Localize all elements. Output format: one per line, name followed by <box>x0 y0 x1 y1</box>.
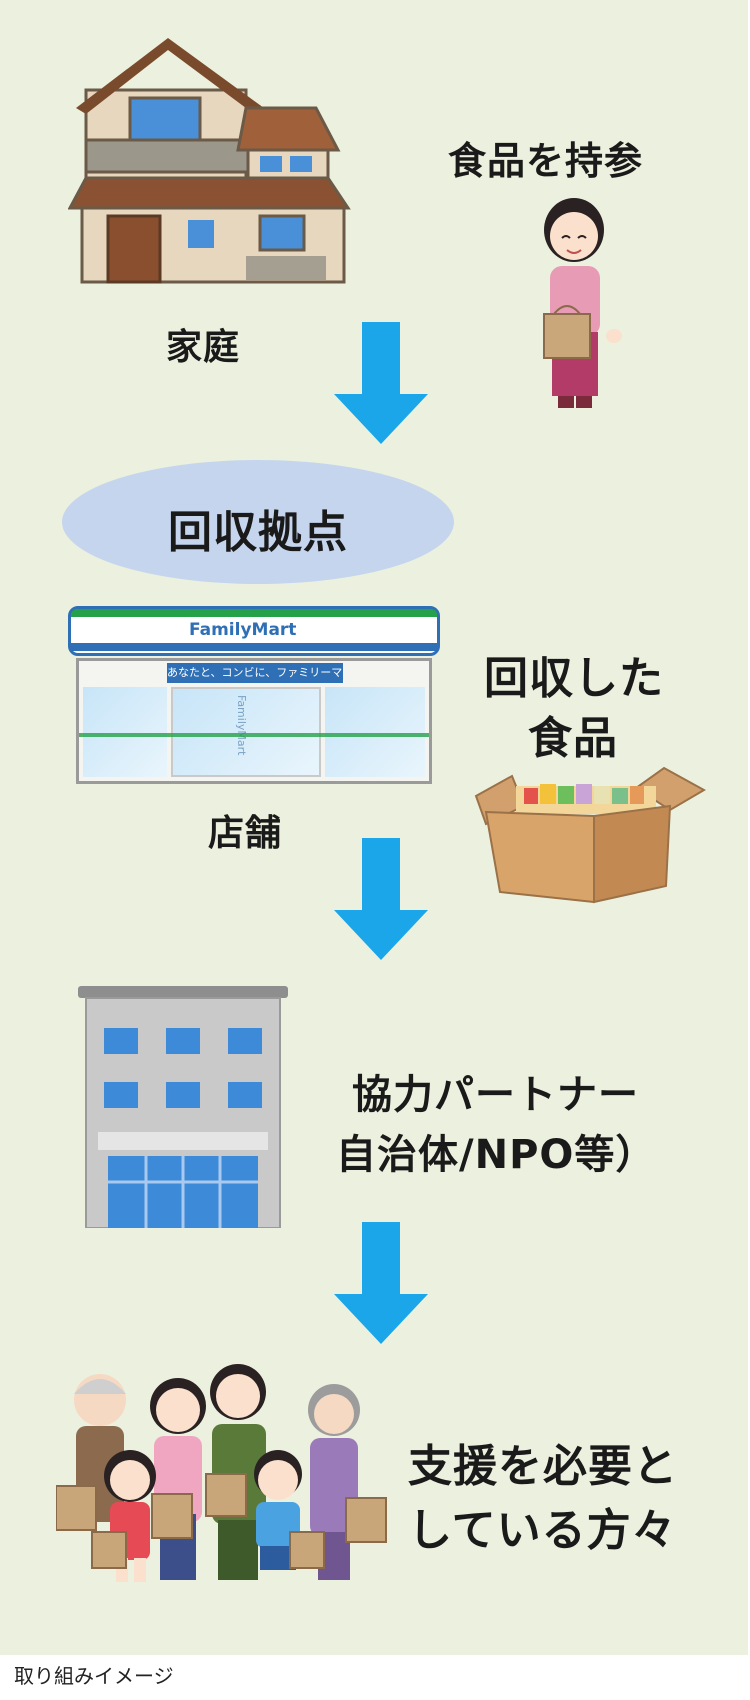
blue-stripe <box>71 643 437 651</box>
home-label: 家庭 <box>166 327 241 368</box>
green-stripe <box>79 733 429 737</box>
collection-point-label: 回収拠点 <box>168 507 348 558</box>
down-arrow <box>334 1222 428 1344</box>
partner-label-line2: 自治体/NPO等） <box>336 1132 657 1178</box>
people-label-line1: 支援を必要と <box>408 1441 678 1492</box>
diagram-panel: 家庭 食品を持参 回収拠点 FamilyMart あなたと、コンビに、ファミリー… <box>0 0 748 1655</box>
down-arrow <box>334 838 428 960</box>
store-front: あなたと、コンビに、ファミリーマート FamilyMart <box>76 658 432 784</box>
image-caption: 取り組みイメージ <box>14 1664 174 1688</box>
store-sign-board: FamilyMart <box>68 606 440 656</box>
collected-food-label-line1: 回収した <box>484 653 664 704</box>
door-text: FamilyMart <box>235 695 248 756</box>
office-building-illustration <box>78 986 288 1228</box>
brand-logo: FamilyMart <box>189 620 297 640</box>
green-stripe <box>71 609 437 617</box>
woman-with-bag-illustration <box>543 198 622 408</box>
shop-window <box>325 687 425 777</box>
store-illustration: FamilyMart あなたと、コンビに、ファミリーマート FamilyMart <box>68 606 440 784</box>
collected-food-label-line2: 食品 <box>528 713 618 764</box>
shop-window <box>83 687 167 777</box>
down-arrow <box>334 322 428 444</box>
entrance-door: FamilyMart <box>171 687 321 777</box>
people-label-line2: している方々 <box>408 1505 677 1556</box>
store-label: 店舗 <box>208 813 283 854</box>
partner-label-line1: 協力パートナー <box>352 1072 639 1118</box>
house-illustration <box>68 38 351 284</box>
people-group-illustration <box>56 1364 387 1582</box>
collection-point-ellipse <box>62 460 454 584</box>
store-slogan: あなたと、コンビに、ファミリーマート <box>167 663 343 683</box>
food-box-illustration <box>474 766 706 904</box>
bring-food-label: 食品を持参 <box>448 139 644 183</box>
